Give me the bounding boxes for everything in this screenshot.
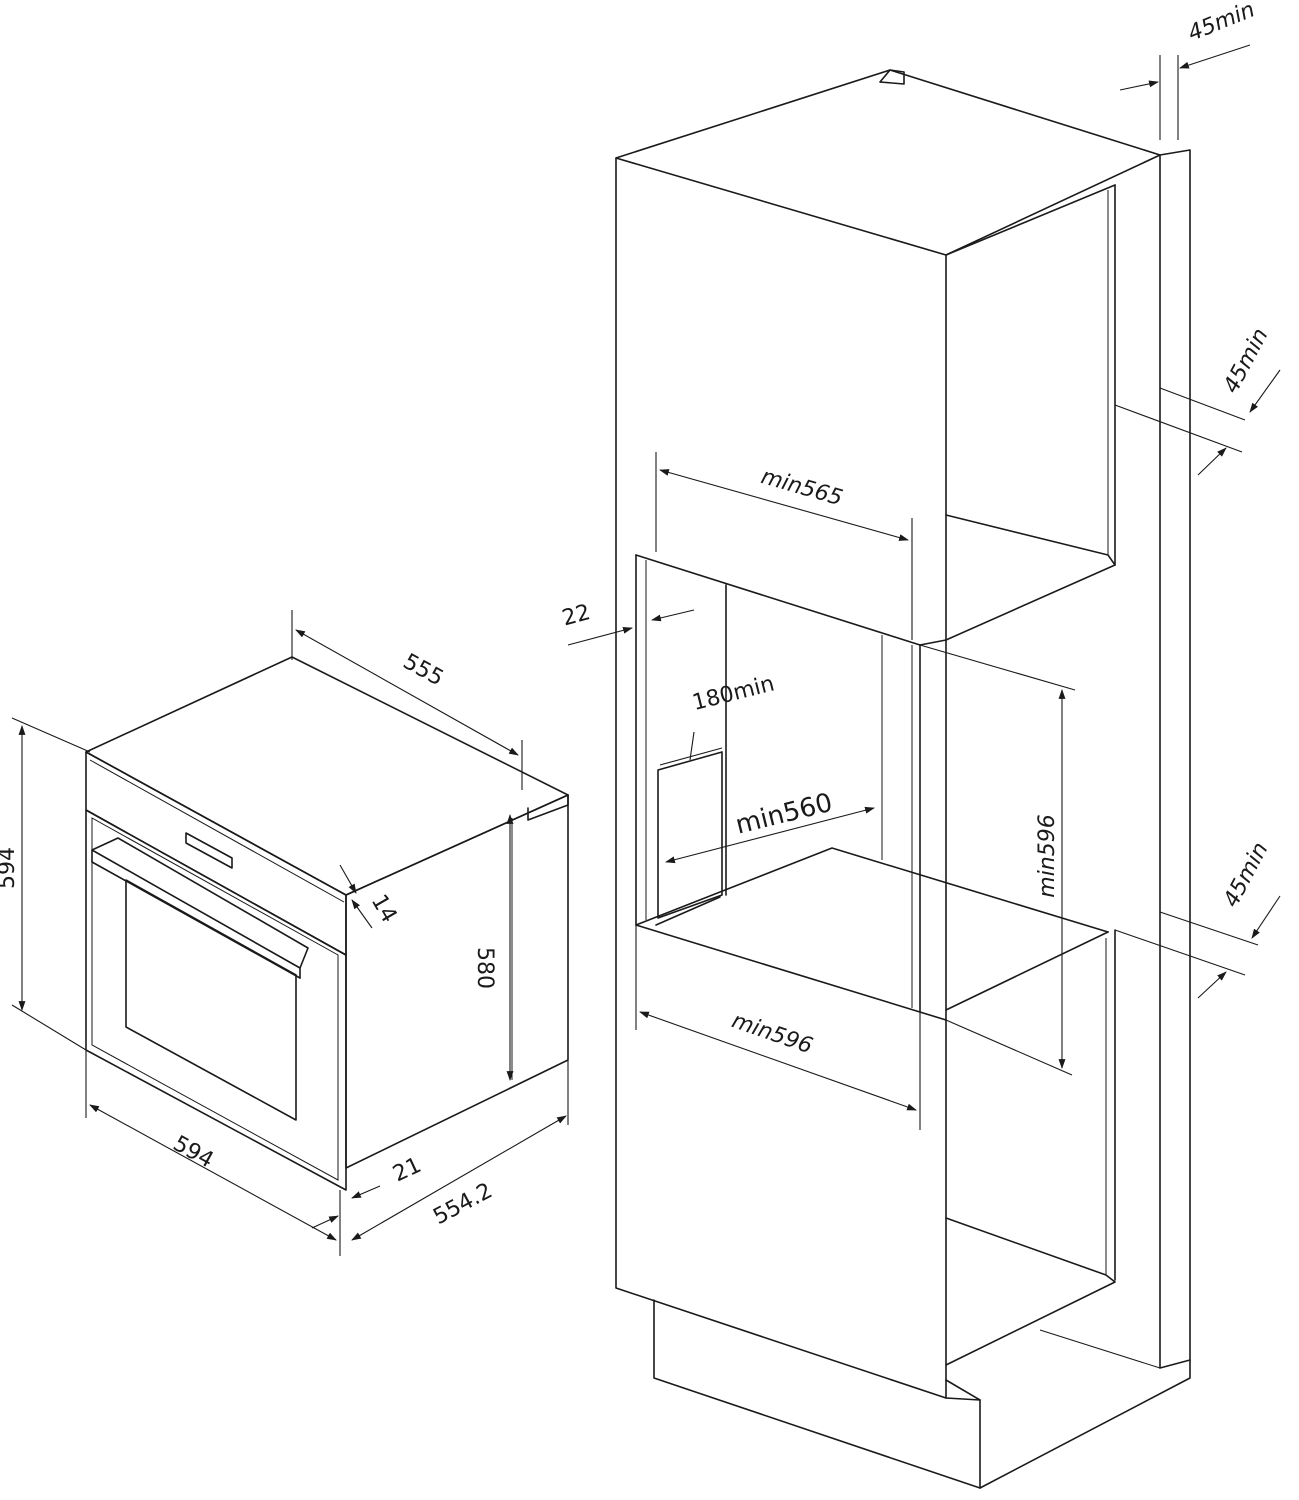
- oven-control-panel: [85, 751, 347, 956]
- dim-rear-gap-upper: 45min: [1219, 324, 1274, 397]
- cabinet-niche: [635, 554, 947, 1021]
- cabinet-plinth: [653, 1299, 981, 1489]
- dim-depth-min: min560: [733, 788, 836, 841]
- cabinet-top: [615, 69, 1161, 256]
- vent-opening: [657, 751, 723, 919]
- dim-opening-width-top: min565: [758, 464, 845, 511]
- oven-top-face: [85, 656, 569, 896]
- oven-display: [185, 832, 233, 869]
- dim-rear-gap-lower: 45min: [1219, 838, 1274, 911]
- dim-front-panel: 21: [389, 1153, 425, 1187]
- dim-door-thickness: 14: [366, 890, 402, 927]
- cabinet-front: [615, 157, 947, 1399]
- dim-side-offset: 22: [560, 600, 594, 631]
- dim-opening-width-bottom: min596: [729, 1008, 816, 1059]
- dim-oven-body-height: 580: [472, 947, 497, 989]
- oven-handle: [91, 837, 309, 979]
- dim-vent-height: 180min: [690, 671, 777, 715]
- dim-oven-width: 594: [169, 1131, 218, 1173]
- cabinet-back-wall: [1159, 149, 1191, 1369]
- dim-oven-depth: 555: [399, 649, 448, 691]
- dim-oven-body-depth: 554.2: [429, 1178, 496, 1230]
- oven-door: [85, 809, 347, 1191]
- oven-glass: [125, 879, 297, 1121]
- cabinet-drawing: [615, 69, 1191, 1489]
- dim-oven-height: 594: [0, 847, 20, 889]
- dim-top-gap: 45min: [1185, 0, 1259, 47]
- dim-opening-height: min596: [1035, 814, 1060, 897]
- oven-drawing: [85, 656, 569, 1191]
- oven-side: [345, 794, 569, 1169]
